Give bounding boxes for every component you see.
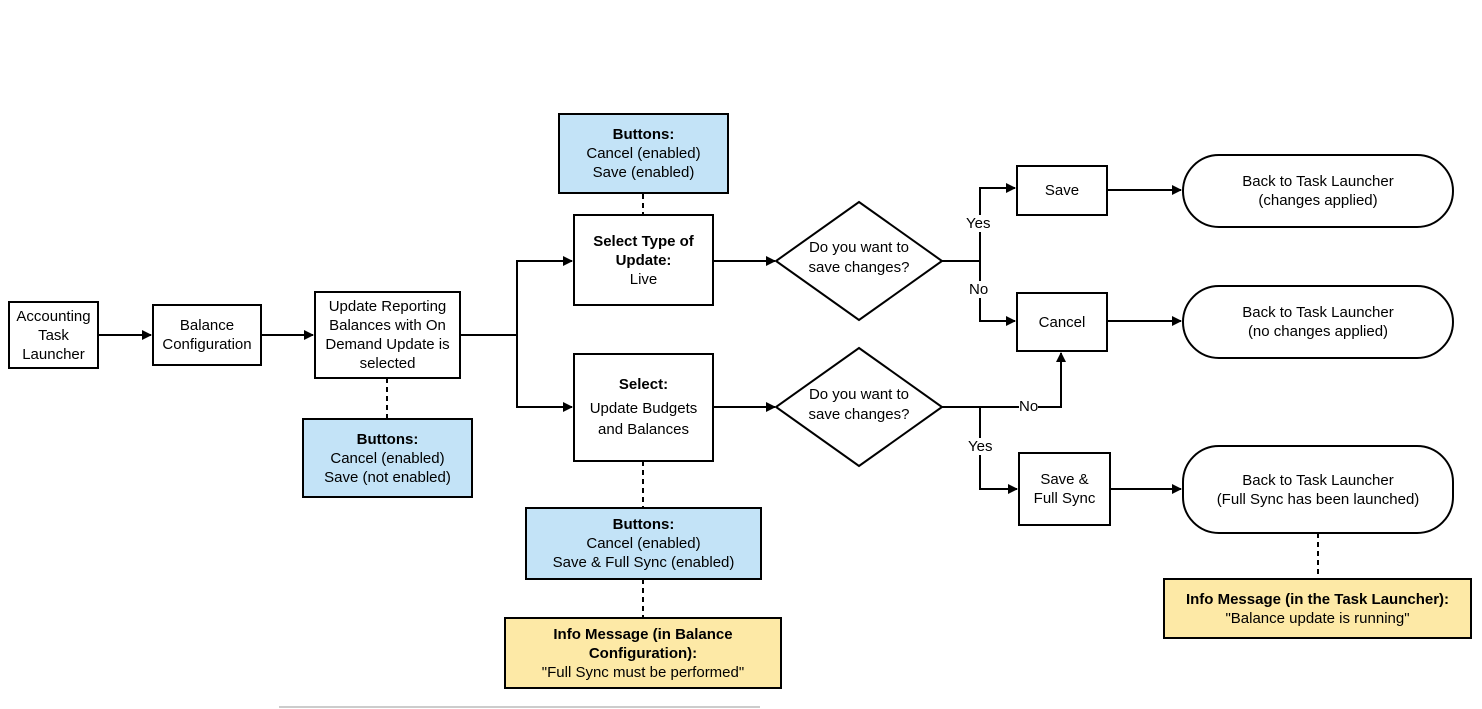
terminal-line2: (Full Sync has been launched): [1216, 490, 1420, 508]
note-line: "Balance update is running": [1225, 609, 1410, 627]
note-line: Save (enabled): [592, 164, 695, 181]
node-label: Balance Configuration: [162, 317, 252, 353]
edge-label-yes-bottom: Yes: [968, 438, 993, 455]
node-accounting-task-launcher: Accounting Task Launcher: [8, 301, 99, 369]
node-value: Update Budgets and Balances: [589, 400, 698, 438]
node-select-type: Select Type of Update: Live: [573, 214, 714, 306]
edge-label-no-bottom: No: [1019, 398, 1039, 415]
note-line: Cancel (enabled): [586, 145, 701, 162]
node-save: Save: [1016, 165, 1108, 216]
terminal-full-sync: Back to Task Launcher (Full Sync has bee…: [1182, 445, 1454, 534]
note-title: Buttons:: [356, 430, 419, 448]
terminal-line1: Back to Task Launcher: [1242, 173, 1394, 190]
node-label: Save & Full Sync: [1033, 471, 1096, 507]
node-save-full-sync: Save & Full Sync: [1018, 452, 1111, 526]
edge-update-to-select: [516, 335, 573, 412]
note-line: Save (not enabled): [324, 468, 451, 486]
note-title: Info Message (in the Task Launcher):: [1185, 590, 1450, 608]
terminal-line2: (no changes applied): [1247, 323, 1389, 340]
note-title: Buttons:: [612, 516, 675, 533]
node-title: Select:: [618, 376, 669, 393]
note-buttons-top: Buttons: Cancel (enabled) Save (enabled): [558, 113, 729, 194]
decision-text-bottom: Do you want to save changes?: [808, 386, 910, 423]
note-info-task-launcher: Info Message (in the Task Launcher): "Ba…: [1163, 578, 1472, 639]
decision-diamond-top: [774, 200, 944, 322]
node-value: Live: [629, 270, 658, 288]
note-buttons-left: Buttons: Cancel (enabled) Save (not enab…: [302, 418, 473, 498]
note-info-balance-configuration: Info Message (in Balance Configuration):…: [504, 617, 782, 689]
edge-label-no-top: No: [969, 281, 989, 298]
node-title: Select Type of Update:: [593, 232, 694, 269]
terminal-changes-applied: Back to Task Launcher (changes applied): [1182, 154, 1454, 228]
edge-no-bottom-to-cancel: [942, 352, 1066, 408]
edge-yes-to-save-full-sync: [979, 407, 1018, 494]
decision-diamond-bottom: [774, 346, 944, 468]
terminal-line1: Back to Task Launcher: [1242, 471, 1394, 489]
terminal-no-changes: Back to Task Launcher (no changes applie…: [1182, 285, 1454, 359]
terminal-line1: Back to Task Launcher: [1242, 304, 1394, 321]
note-buttons-bottom: Buttons: Cancel (enabled) Save & Full Sy…: [525, 507, 762, 580]
note-title: Buttons:: [612, 126, 675, 143]
edge-update-to-select-type: [460, 256, 573, 336]
node-select-update: Select: Update Budgets and Balances: [573, 353, 714, 462]
node-update-reporting: Update Reporting Balances with On Demand…: [314, 291, 461, 379]
note-line: Cancel (enabled): [330, 449, 445, 467]
note-title: Info Message (in Balance Configuration):: [553, 625, 733, 662]
edge-label-yes-top: Yes: [966, 215, 991, 232]
terminal-line2: (changes applied): [1258, 192, 1378, 209]
node-label: Save: [1044, 182, 1080, 199]
note-line: Cancel (enabled): [586, 535, 701, 552]
node-cancel: Cancel: [1016, 292, 1108, 352]
node-label: Accounting Task Launcher: [16, 307, 91, 363]
node-label: Cancel: [1038, 313, 1086, 331]
decision-text-top: Do you want to save changes?: [808, 239, 910, 276]
node-balance-configuration: Balance Configuration: [152, 304, 262, 366]
note-line: Save & Full Sync (enabled): [552, 554, 735, 571]
note-line: "Full Sync must be performed": [541, 663, 745, 681]
node-label: Update Reporting Balances with On Demand…: [325, 298, 450, 372]
